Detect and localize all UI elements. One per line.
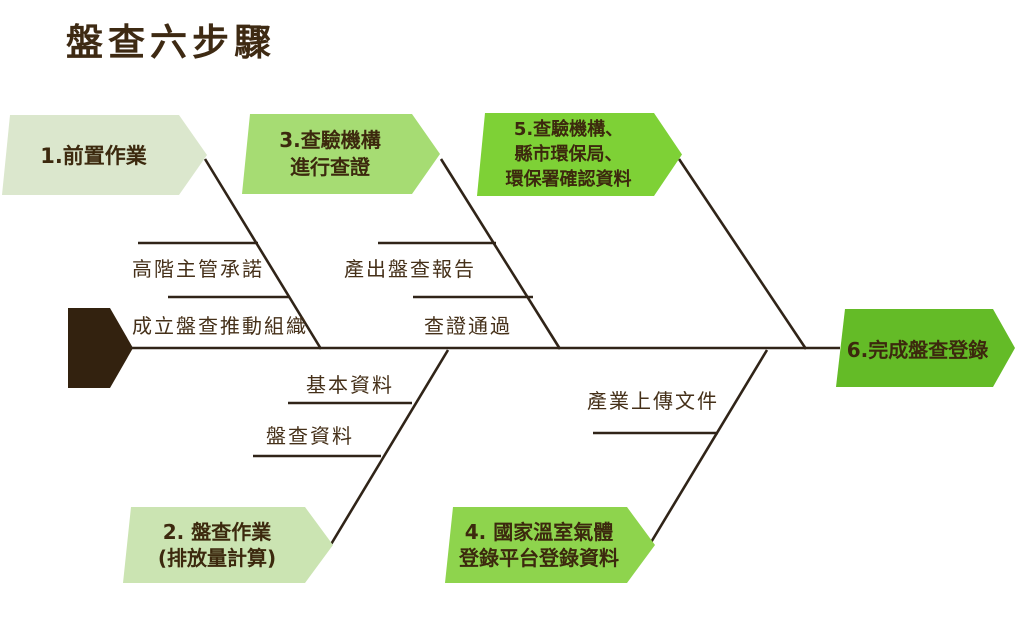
- sub-item-step4-industry-upload: 產業上傳文件: [587, 389, 719, 413]
- step-2-label: 2. 盤查作業 (排放量計算): [157, 520, 277, 570]
- sub-item-step3-report: 產出盤查報告: [344, 257, 476, 281]
- sub-item-step2-inventory-data: 盤查資料: [266, 424, 354, 448]
- tail-arrow: [68, 308, 133, 388]
- sub-item-step1-organization: 成立盤查推動組織: [132, 314, 308, 338]
- diagonal-step5: [677, 158, 808, 350]
- step-6-arrow: 6.完成盤查登錄: [836, 309, 1015, 387]
- step-1-label: 1.前置作業: [40, 144, 147, 168]
- step-1-arrow: 1.前置作業: [2, 115, 207, 195]
- step-2-arrow: 2. 盤查作業 (排放量計算): [123, 507, 333, 583]
- sub-item-step3-pass: 查證通過: [424, 314, 512, 338]
- step-4-arrow: 4. 國家溫室氣體 登錄平台登錄資料: [445, 507, 655, 583]
- step-3-label: 3.查驗機構 進行查證: [279, 128, 381, 179]
- page-title: 盤查六步驟: [66, 21, 276, 64]
- diagonal-step1: [203, 158, 323, 350]
- step-4-label: 4. 國家溫室氣體 登錄平台登錄資料: [459, 520, 619, 570]
- sub-item-step2-basic-data: 基本資料: [306, 373, 394, 397]
- diagonal-step3: [439, 158, 562, 350]
- step-3-arrow: 3.查驗機構 進行查證: [242, 114, 440, 194]
- step-5-arrow: 5.查驗機構、 縣市環保局、 環保署確認資料: [477, 113, 682, 196]
- diagonal-step2: [328, 349, 450, 547]
- diagonal-step4: [648, 349, 769, 545]
- step-5-label: 5.查驗機構、 縣市環保局、 環保署確認資料: [505, 118, 632, 191]
- step-6-label: 6.完成盤查登錄: [846, 337, 989, 362]
- sub-item-step1-commitment: 高階主管承諾: [132, 257, 264, 281]
